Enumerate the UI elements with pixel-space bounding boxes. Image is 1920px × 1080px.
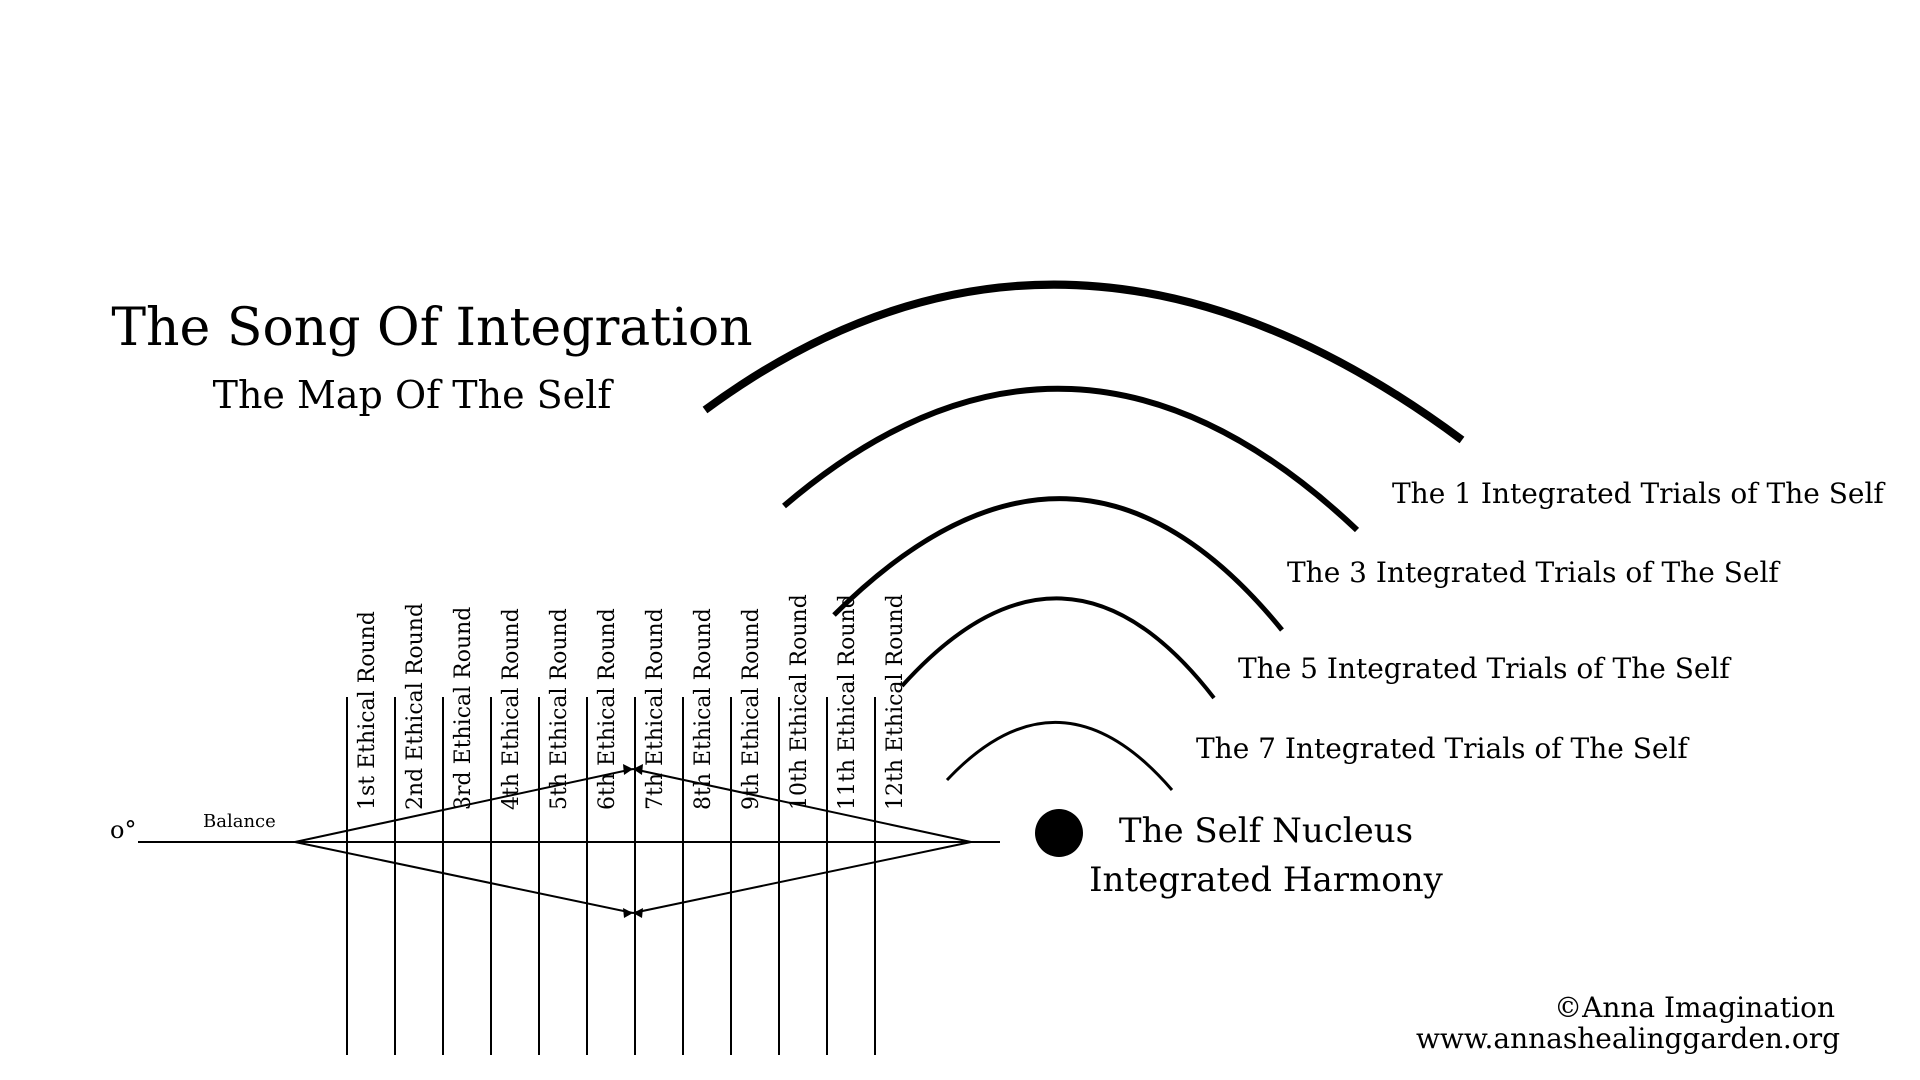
- integration-arcs: [702, 280, 1465, 791]
- diagram-title: The Song Of Integration: [111, 298, 752, 358]
- diagram-subtitle: The Map Of The Self: [213, 373, 615, 417]
- round-label-8: 8th Ethical Round: [691, 608, 716, 810]
- arc-3-trials: [782, 385, 1360, 533]
- round-label-1: 1st Ethical Round: [355, 611, 380, 810]
- round-label-7: 7th Ethical Round: [643, 608, 668, 810]
- ethical-rounds: 1st Ethical Round 2nd Ethical Round 3rd Et…: [346, 594, 908, 1055]
- credit-website: www.annashealinggarden.org: [1416, 1022, 1840, 1055]
- arrowhead-bottom-right: [633, 908, 643, 918]
- diamond-lower-edge: [294, 841, 972, 915]
- diamond-arrowheads: [623, 764, 643, 918]
- balance-label: Balance: [203, 811, 276, 832]
- credit-author: ©Anna Imagination: [1554, 991, 1835, 1024]
- round-label-4: 4th Ethical Round: [499, 608, 524, 810]
- round-label-5: 5th Ethical Round: [547, 608, 572, 810]
- round-label-2: 2nd Ethical Round: [403, 603, 428, 810]
- round-label-3: 3rd Ethical Round: [451, 607, 476, 810]
- round-label-6: 6th Ethical Round: [595, 608, 620, 810]
- arc-5-trials: [832, 496, 1284, 632]
- arrowhead-top-right: [633, 764, 643, 775]
- arc-nucleus-inner: [945, 721, 1174, 791]
- arrowhead-top-left: [623, 764, 633, 775]
- arc-label-7: The 7 Integrated Trials of The Self: [1196, 732, 1690, 765]
- arc-label-5: The 5 Integrated Trials of The Self: [1238, 652, 1732, 685]
- self-nucleus-dot: [1035, 809, 1083, 857]
- round-label-12: 12th Ethical Round: [883, 594, 908, 810]
- round-label-10: 10th Ethical Round: [787, 594, 812, 810]
- arc-7-trials: [900, 596, 1216, 700]
- arc-label-1: The 1 Integrated Trials of The Self: [1392, 477, 1886, 510]
- arrowhead-bottom-left: [623, 908, 633, 918]
- balance-symbol: o°: [110, 816, 136, 844]
- arc-1-trials: [702, 280, 1465, 444]
- round-label-9: 9th Ethical Round: [739, 608, 764, 810]
- round-label-11: 11th Ethical Round: [835, 594, 860, 810]
- arc-label-3: The 3 Integrated Trials of The Self: [1287, 556, 1781, 589]
- diamond-upper-edge: [294, 767, 972, 843]
- nucleus-line-1: The Self Nucleus: [1119, 811, 1413, 851]
- nucleus-line-2: Integrated Harmony: [1089, 860, 1444, 900]
